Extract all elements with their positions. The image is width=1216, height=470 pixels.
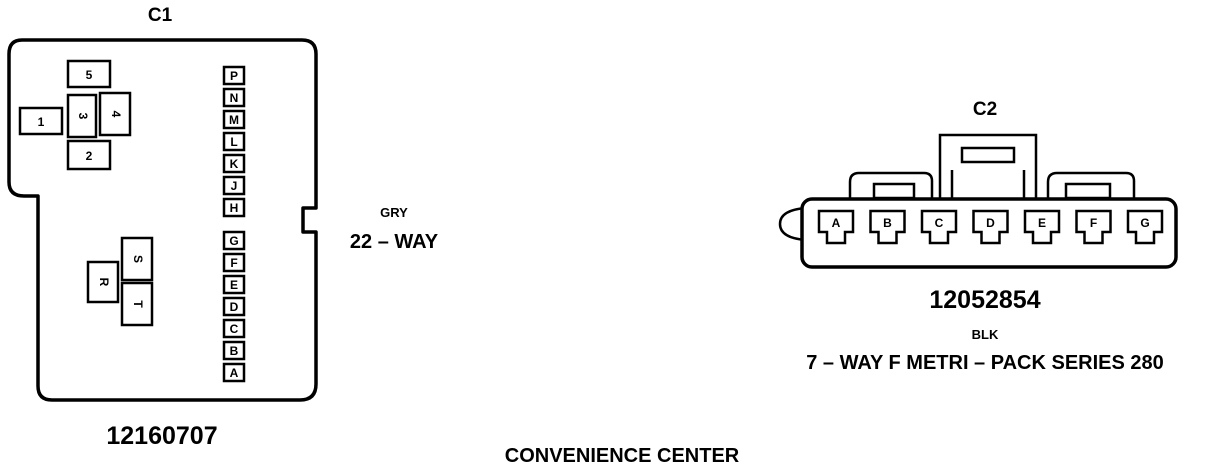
c1-relay-cavity-s: S bbox=[120, 236, 154, 282]
c2-label: C2 bbox=[973, 99, 997, 120]
svg-text:T: T bbox=[131, 300, 145, 308]
c1-cavity-d: D bbox=[222, 296, 246, 317]
c2-cavity-g: G bbox=[1126, 209, 1164, 245]
c1-cavity-f: F bbox=[222, 252, 246, 273]
c1-cavity-j: J bbox=[222, 175, 246, 196]
svg-text:N: N bbox=[230, 91, 239, 105]
svg-text:R: R bbox=[97, 278, 111, 287]
c1-relay-cavity-t: T bbox=[120, 281, 154, 327]
svg-text:C: C bbox=[935, 216, 944, 230]
svg-text:D: D bbox=[230, 300, 239, 314]
svg-text:C: C bbox=[230, 322, 239, 336]
svg-text:G: G bbox=[1140, 216, 1149, 230]
svg-text:3: 3 bbox=[76, 113, 90, 120]
svg-text:E: E bbox=[1038, 216, 1046, 230]
svg-text:2: 2 bbox=[86, 149, 93, 163]
svg-text:F: F bbox=[230, 256, 237, 270]
c1-relay-cavity-r: R bbox=[86, 260, 120, 304]
c2-cavity-a: A bbox=[817, 209, 855, 245]
svg-text:B: B bbox=[230, 344, 239, 358]
svg-text:A: A bbox=[230, 366, 239, 380]
c1-cavity-c: C bbox=[222, 318, 246, 339]
c1-cavity-n: N bbox=[222, 87, 246, 108]
c1-cavity-l: L bbox=[222, 131, 246, 152]
c1-cavity-p: P bbox=[222, 65, 246, 86]
c1-cavity-e: E bbox=[222, 274, 246, 295]
c2-cavity-row: A B C D E F G bbox=[817, 209, 1164, 245]
c2-cavity-e: E bbox=[1023, 209, 1061, 245]
c1-connector-body bbox=[7, 38, 318, 402]
svg-text:P: P bbox=[230, 69, 238, 83]
svg-text:H: H bbox=[230, 201, 239, 215]
c1-label: C1 bbox=[148, 5, 173, 26]
svg-text:J: J bbox=[231, 179, 238, 193]
c1-cavity-h: H bbox=[222, 197, 246, 218]
c2-cavity-c: C bbox=[920, 209, 958, 245]
c2-color: BLK bbox=[972, 327, 999, 342]
c1-way-count: 22 – WAY bbox=[350, 231, 439, 253]
c2-cavity-f: F bbox=[1075, 209, 1112, 245]
svg-text:1: 1 bbox=[38, 115, 45, 129]
c1-cavity-m: M bbox=[222, 109, 246, 130]
c1-power-cavity-1: 1 bbox=[18, 106, 64, 136]
c2-description: 7 – WAY F METRI – PACK SERIES 280 bbox=[806, 352, 1164, 374]
c2-cavity-d: D bbox=[972, 209, 1009, 245]
c1-power-cavity-2: 2 bbox=[66, 139, 112, 171]
c1-cavity-a: A bbox=[222, 362, 246, 383]
svg-text:G: G bbox=[229, 234, 238, 248]
svg-text:A: A bbox=[832, 216, 841, 230]
c1-power-cavity-5: 5 bbox=[66, 59, 112, 89]
svg-text:4: 4 bbox=[109, 111, 123, 118]
diagram-title: CONVENIENCE CENTER bbox=[505, 445, 740, 467]
c2-cavity-b: B bbox=[869, 209, 906, 245]
svg-text:D: D bbox=[986, 216, 995, 230]
svg-text:M: M bbox=[229, 113, 239, 127]
svg-text:K: K bbox=[230, 157, 239, 171]
c1-power-cavity-4: 4 bbox=[98, 91, 132, 137]
c1-color: GRY bbox=[380, 205, 408, 220]
svg-text:E: E bbox=[230, 278, 238, 292]
svg-text:F: F bbox=[1090, 216, 1097, 230]
c2-connector-body bbox=[778, 133, 1178, 269]
svg-text:5: 5 bbox=[86, 68, 93, 82]
c1-part-number: 12160707 bbox=[106, 422, 217, 450]
c2-part-number: 12052854 bbox=[929, 286, 1040, 314]
svg-text:B: B bbox=[883, 216, 892, 230]
c1-power-cavity-3: 3 bbox=[66, 93, 98, 139]
c1-cavity-k: K bbox=[222, 153, 246, 174]
c1-cavity-b: B bbox=[222, 340, 246, 361]
c1-cavity-g: G bbox=[222, 230, 246, 251]
svg-text:S: S bbox=[131, 255, 145, 263]
svg-text:L: L bbox=[230, 135, 237, 149]
